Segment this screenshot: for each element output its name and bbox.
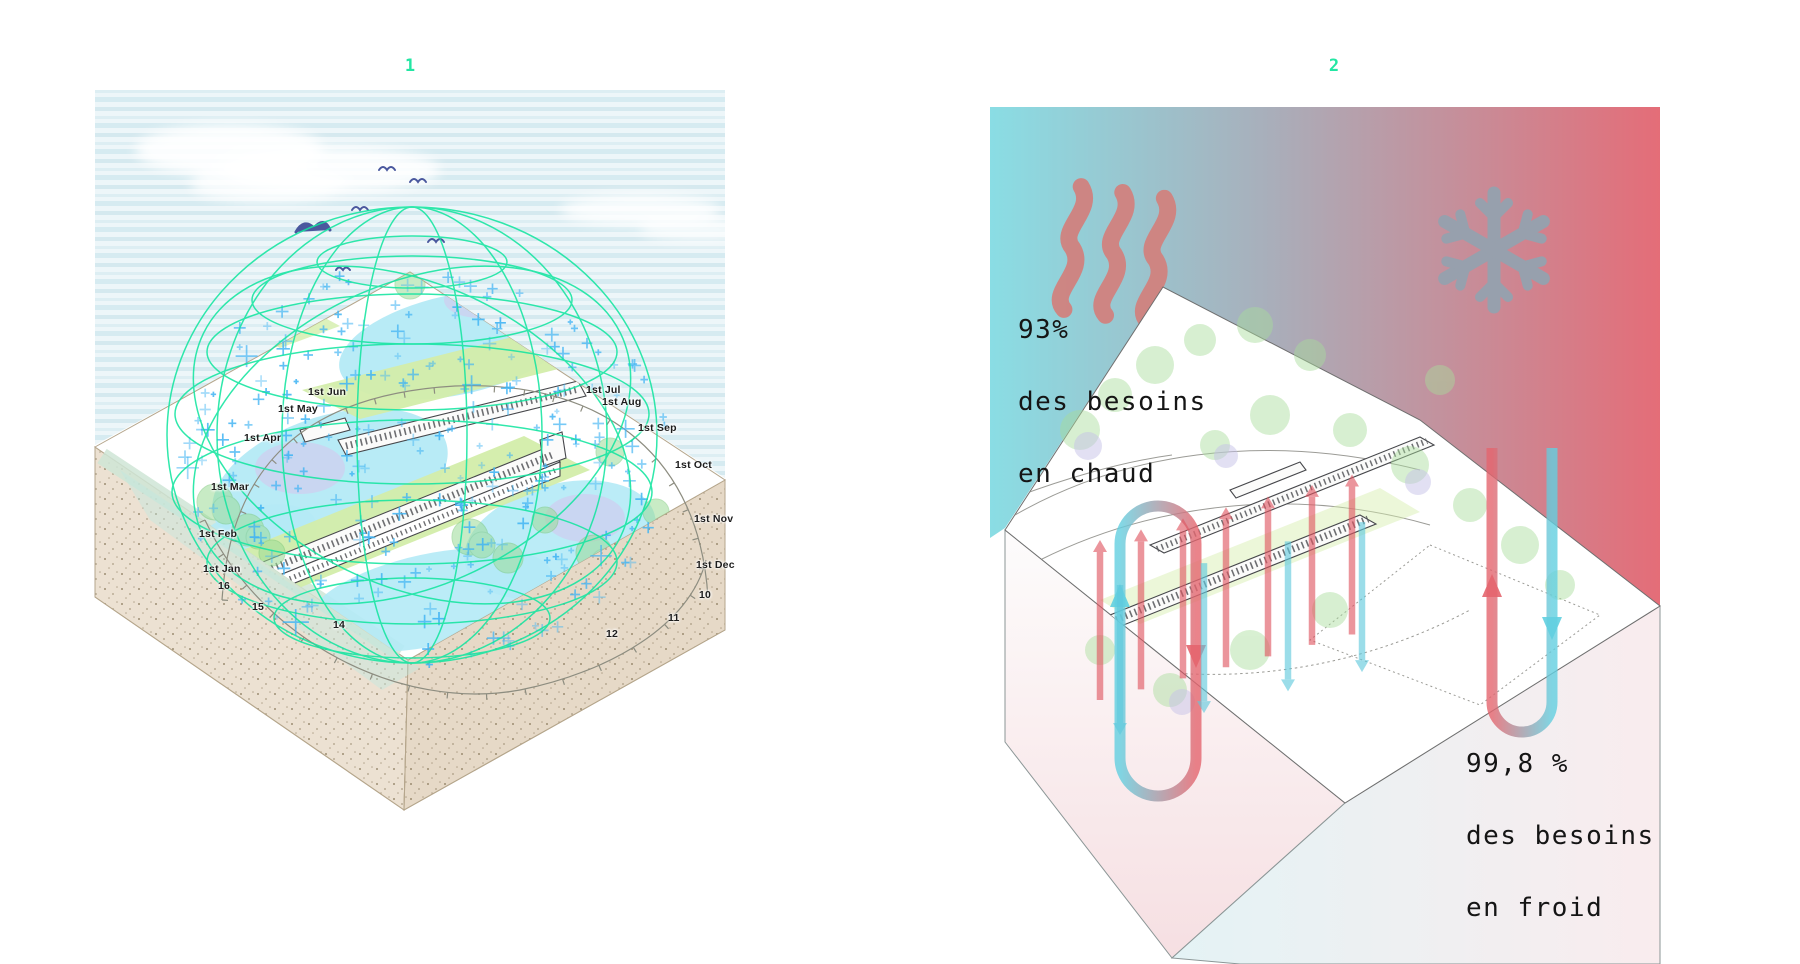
month-label-dec: 1st Dec bbox=[696, 559, 735, 571]
closed-loop bbox=[1114, 500, 1202, 802]
heat-exchange-arrows bbox=[1093, 474, 1369, 735]
month-label-sep: 1st Sep bbox=[638, 422, 677, 434]
heating-value: 93% bbox=[1018, 315, 1070, 345]
month-label-mar: 1st Mar bbox=[211, 481, 250, 493]
figure1-index: 1 bbox=[404, 56, 416, 76]
hour-label-12: 12 bbox=[606, 628, 619, 640]
cooling-line2: des besoins bbox=[1466, 821, 1655, 851]
month-label-feb: 1st Feb bbox=[199, 528, 238, 540]
month-label-oct: 1st Oct bbox=[675, 459, 712, 471]
month-label-jan: 1st Jan bbox=[203, 563, 241, 575]
cooling-value: 99,8 % bbox=[1466, 749, 1569, 779]
clouds bbox=[0, 124, 760, 310]
sun-scale-arcs bbox=[204, 385, 709, 695]
snowflake-icon bbox=[1438, 186, 1551, 314]
figure2-index: 2 bbox=[1328, 56, 1340, 76]
month-label-nov: 1st Nov bbox=[694, 513, 734, 525]
sun-path-dome-wireframe bbox=[166, 206, 658, 664]
figure1-sun-path-diagram bbox=[0, 90, 760, 811]
heating-line2: des besoins bbox=[1018, 387, 1207, 417]
heat-waves-icon bbox=[1051, 178, 1177, 330]
geothermal-loop-arrows bbox=[1114, 448, 1558, 802]
borehole-u-loop bbox=[1486, 448, 1558, 738]
hour-label-15: 15 bbox=[252, 601, 265, 613]
figure2-geothermal-diagram bbox=[990, 107, 1661, 964]
month-label-aug: 1st Aug bbox=[602, 396, 642, 408]
month-label-jul: 1st Jul bbox=[586, 384, 621, 396]
hour-label-14: 14 bbox=[333, 619, 346, 631]
tree-shadows bbox=[1074, 432, 1431, 715]
frozen-wash bbox=[120, 470, 420, 690]
cooling-stat: 99,8 % des besoins en froid bbox=[1466, 746, 1655, 926]
cooling-line3: en froid bbox=[1466, 893, 1604, 923]
hour-label-16: 16 bbox=[218, 580, 231, 592]
heating-stat: 93% des besoins en chaud bbox=[1018, 312, 1207, 492]
trees bbox=[1060, 307, 1575, 707]
month-label-apr: 1st Apr bbox=[244, 432, 282, 444]
hour-label-10: 10 bbox=[699, 589, 712, 601]
heating-line3: en chaud bbox=[1018, 459, 1156, 489]
month-label-jun: 1st Jun bbox=[308, 386, 347, 398]
hour-label-11: 11 bbox=[668, 612, 680, 624]
month-label-may: 1st May bbox=[278, 403, 318, 415]
